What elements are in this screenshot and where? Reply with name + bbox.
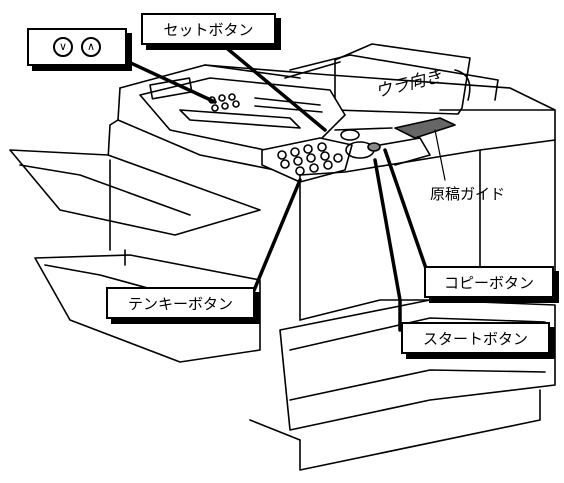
scroll-keys-callout: ∨ ∧ [27,28,127,66]
up-arrow-icon: ∧ [81,37,101,57]
document-guide-label: 原稿ガイド [430,185,506,203]
down-arrow-icon: ∨ [53,37,73,57]
numeric-keypad-label: テンキーボタン [106,287,255,319]
paper-cassette [279,299,556,431]
copy-button-label: コピーボタン [424,266,554,298]
start-button-label: スタートボタン [401,322,550,354]
set-button-label: セットボタン [141,13,276,45]
upper-output-tray [9,149,261,236]
